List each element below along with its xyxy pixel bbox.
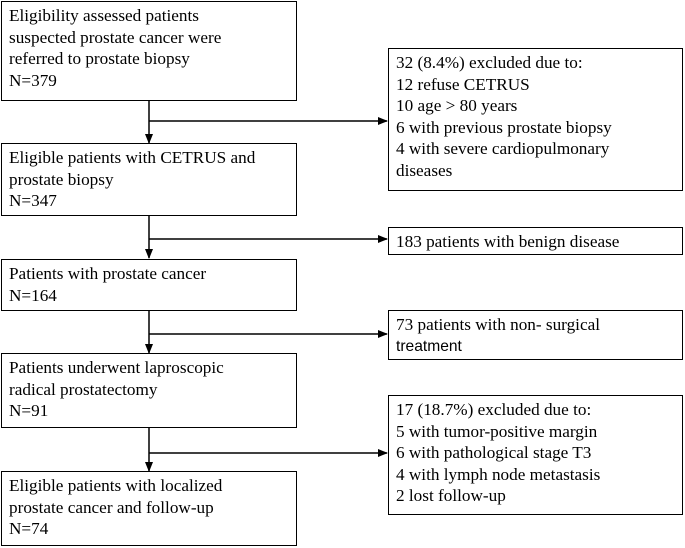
box-text-line: 6 with pathological stage T3 xyxy=(396,443,592,462)
box-assessed: Eligibility assessed patients suspected … xyxy=(1,1,297,101)
box-text-line: Patients underwent laproscopic xyxy=(9,358,224,377)
box-text-line: 10 age > 80 years xyxy=(396,96,518,115)
box-text-line: suspected prostate cancer were xyxy=(9,27,222,47)
box-text-line: 17 (18.7%) excluded due to: xyxy=(396,400,592,419)
box-text-line: prostate biopsy xyxy=(9,169,114,189)
box-text-line: diseases xyxy=(396,160,453,180)
box-count: N=91 xyxy=(9,401,49,420)
box-text-line: 73 patients with non- surgical xyxy=(396,315,600,334)
box-eligible-cetrus: Eligible patients with CETRUS and prosta… xyxy=(1,143,297,216)
box-count: N=164 xyxy=(9,285,57,305)
box-text-line: 32 (8.4%) excluded due to: xyxy=(396,53,583,72)
box-text-line: 6 with previous prostate biopsy xyxy=(396,117,612,137)
box-excluded-17: 17 (18.7%) excluded due to: 5 with tumor… xyxy=(388,395,683,515)
box-text-line: 2 lost follow-up xyxy=(396,486,506,505)
box-count: N=347 xyxy=(9,191,57,210)
box-text-line: 4 with severe cardiopulmonary xyxy=(396,139,610,158)
box-prostate-cancer: Patients with prostate cancer N=164 xyxy=(1,259,297,311)
box-laparoscopic: Patients underwent laproscopic radical p… xyxy=(1,353,297,428)
box-text-line: Eligibility assessed patients xyxy=(9,6,199,25)
box-text-line: referred to prostate biopsy xyxy=(9,49,190,68)
box-text-line: 5 with tumor-positive margin xyxy=(396,421,598,441)
box-count: N=74 xyxy=(9,519,49,538)
box-text-line: treatment xyxy=(396,337,462,355)
box-text-line: 4 with lymph node metastasis xyxy=(396,464,601,484)
box-count: N=379 xyxy=(9,70,57,90)
box-text-line: Eligible patients with CETRUS and xyxy=(9,148,256,167)
box-text-line: radical prostatectomy xyxy=(9,379,158,399)
box-excluded-32: 32 (8.4%) excluded due to: 12 refuse CET… xyxy=(388,48,683,191)
box-text-line: 183 patients with benign disease xyxy=(396,232,620,251)
box-text-line: Eligible patients with localized xyxy=(9,476,223,495)
box-non-surgical: 73 patients with non- surgical treatment xyxy=(388,310,683,360)
box-benign: 183 patients with benign disease xyxy=(388,227,683,255)
box-text-line: 12 refuse CETRUS xyxy=(396,74,530,94)
box-text-line: prostate cancer and follow-up xyxy=(9,497,214,517)
box-localized: Eligible patients with localized prostat… xyxy=(1,471,297,546)
box-text-line: Patients with prostate cancer xyxy=(9,264,207,283)
